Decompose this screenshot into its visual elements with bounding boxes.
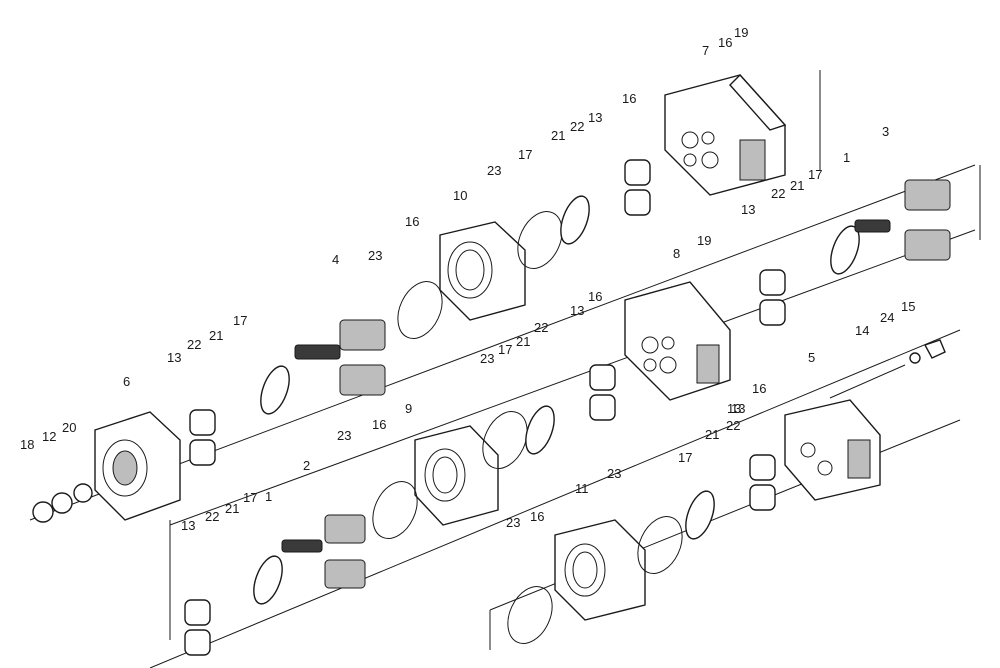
callout-17: 17: [678, 450, 692, 465]
callout-13: 13: [181, 518, 195, 533]
body-housing-11: [554, 519, 646, 621]
callout-21: 21: [516, 334, 530, 349]
callout-4: 4: [332, 252, 339, 267]
callout-7: 7: [702, 43, 709, 58]
callout-13: 13: [167, 350, 181, 365]
callout-16: 16: [588, 289, 602, 304]
callout-1: 1: [265, 489, 272, 504]
callout-16: 16: [405, 214, 419, 229]
small-parts: [32, 339, 946, 523]
callout-16: 16: [372, 417, 386, 432]
callout-13: 13: [727, 401, 741, 416]
callout-6: 6: [123, 374, 130, 389]
body-housing-9: [414, 425, 499, 526]
gaskets: [372, 211, 683, 644]
callout-22: 22: [187, 337, 201, 352]
callout-17: 17: [243, 490, 257, 505]
callout-23: 23: [337, 428, 351, 443]
callout-10: 10: [453, 188, 467, 203]
callout-21: 21: [209, 328, 223, 343]
callout-24: 24: [880, 310, 894, 325]
body-housing-10: [439, 221, 526, 321]
callout-12: 12: [42, 429, 56, 444]
callout-17: 17: [233, 313, 247, 328]
callout-labels: 7 16 19 16 13 22 21 17 23 10 16 3 1 21 1…: [20, 25, 915, 533]
callout-23: 23: [368, 248, 382, 263]
callout-21: 21: [551, 128, 565, 143]
callout-3: 3: [882, 124, 889, 139]
callout-22: 22: [726, 418, 740, 433]
callout-22: 22: [570, 119, 584, 134]
callout-17: 17: [518, 147, 532, 162]
bushings: [184, 159, 786, 656]
callout-23: 23: [480, 351, 494, 366]
callout-13: 13: [731, 401, 745, 416]
callout-16: 16: [622, 91, 636, 106]
callout-11: 11: [575, 481, 589, 496]
callout-19: 19: [697, 233, 711, 248]
callout-2: 2: [303, 458, 310, 473]
callout-8: 8: [673, 246, 680, 261]
callout-17: 17: [498, 342, 512, 357]
callout-22: 22: [205, 509, 219, 524]
callout-13: 13: [588, 110, 602, 125]
mounting-flange-6: [94, 411, 181, 521]
gears: [281, 179, 951, 589]
callout-23: 23: [487, 163, 501, 178]
callout-23: 23: [607, 466, 621, 481]
callout-13: 13: [741, 202, 755, 217]
callout-1: 1: [843, 150, 850, 165]
callout-16: 16: [530, 509, 544, 524]
cover-housing-7: [664, 73, 787, 196]
axis-lines: [29, 70, 981, 668]
callout-16: 16: [718, 35, 732, 50]
callout-14: 14: [855, 323, 869, 338]
callout-19: 19: [734, 25, 748, 40]
callout-13: 13: [570, 303, 584, 318]
callout-23: 23: [506, 515, 520, 530]
cover-housing-8: [624, 281, 731, 401]
callout-22: 22: [534, 320, 548, 335]
end-cover-5: [784, 399, 881, 501]
callout-15: 15: [901, 299, 915, 314]
callout-16: 16: [752, 381, 766, 396]
callout-18: 18: [20, 437, 34, 452]
seal-plates: [253, 195, 860, 605]
callout-21: 21: [790, 178, 804, 193]
callout-20: 20: [62, 420, 76, 435]
callout-21: 21: [225, 501, 239, 516]
callout-22: 22: [771, 186, 785, 201]
callout-9: 9: [405, 401, 412, 416]
callout-17: 17: [808, 167, 822, 182]
callout-5: 5: [808, 350, 815, 365]
callout-21: 21: [705, 427, 719, 442]
